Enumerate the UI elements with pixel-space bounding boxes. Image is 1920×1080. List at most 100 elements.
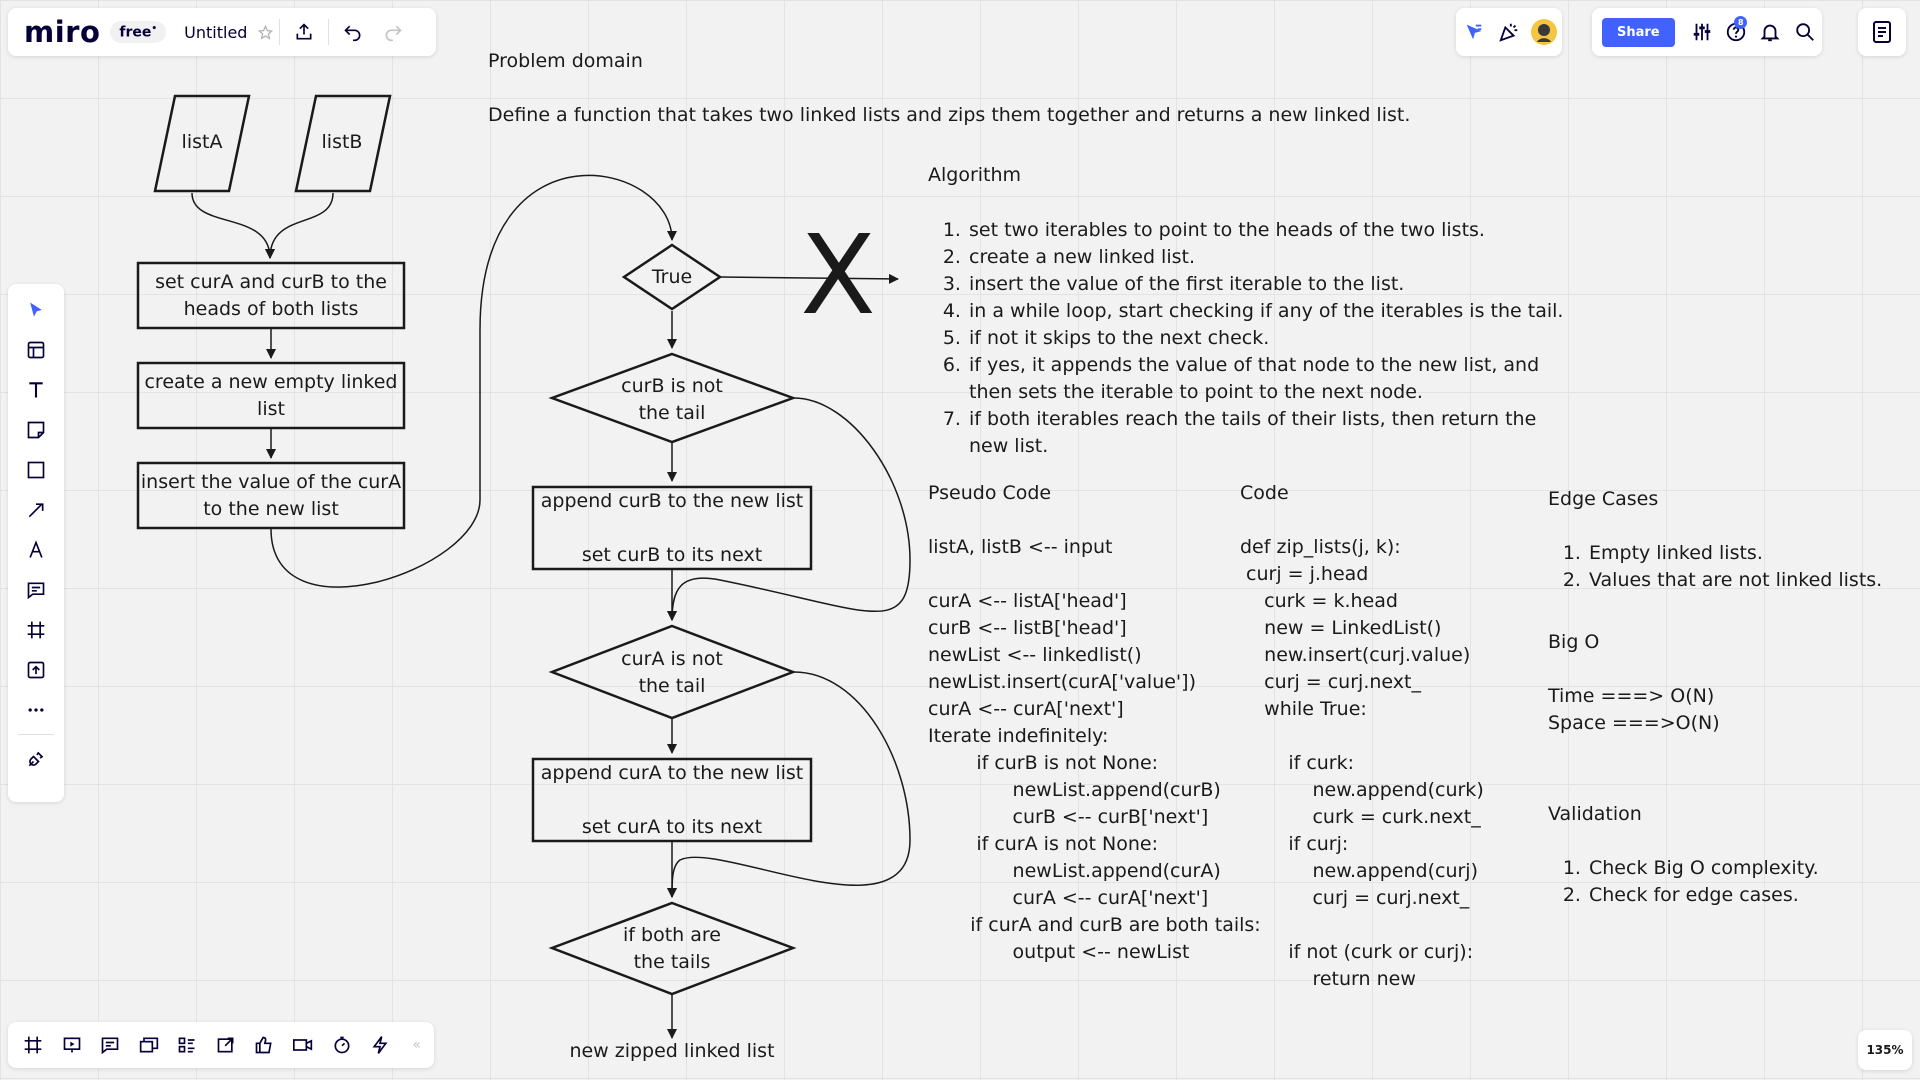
undo-icon[interactable]	[333, 12, 373, 52]
miro-logo[interactable]: miro	[24, 15, 101, 49]
divider	[328, 19, 330, 45]
notes-icon[interactable]	[1862, 12, 1902, 52]
board-title[interactable]: Untitled	[184, 22, 248, 42]
code-body: def zip_lists(j, k): curj = j.head curk …	[1240, 536, 1484, 990]
sticky-note-icon[interactable]	[12, 410, 60, 450]
upload-icon[interactable]	[12, 650, 60, 690]
integrations-plug-icon[interactable]	[12, 739, 60, 779]
more-tools-icon[interactable]	[12, 690, 60, 730]
timer-icon[interactable]	[322, 1025, 361, 1065]
big-o-heading: Big O	[1548, 631, 1600, 653]
zoom-level[interactable]: 135%	[1858, 1030, 1912, 1070]
collapse-icon[interactable]: «	[412, 1037, 421, 1053]
frame-tool-icon[interactable]	[12, 610, 60, 650]
pseudo-body: listA, listB <-- input curA <-- listA['h…	[928, 536, 1261, 963]
help-icon[interactable]: 8	[1719, 12, 1753, 52]
bottom-toolbar: «	[8, 1022, 434, 1068]
cursor-follow-icon[interactable]	[1458, 12, 1490, 52]
connector	[191, 192, 275, 259]
action-a-box[interactable]	[531, 757, 813, 843]
algorithm-heading: Algorithm	[928, 164, 1022, 186]
list-item: set two iterables to point to the heads …	[967, 217, 1579, 244]
star-icon[interactable]	[255, 12, 275, 52]
step1-box[interactable]	[136, 261, 406, 330]
celebrate-icon[interactable]	[1493, 12, 1525, 52]
list-item: insert the value of the first iterable t…	[967, 271, 1579, 298]
shape-tool-icon[interactable]	[12, 450, 60, 490]
search-icon[interactable]	[1788, 12, 1822, 52]
frames-icon[interactable]	[14, 1025, 53, 1065]
vote-thumbs-up-icon[interactable]	[245, 1025, 284, 1065]
presentation-icon[interactable]	[53, 1025, 92, 1065]
cond-a-label: curA is not the tail	[621, 648, 723, 697]
share-button[interactable]: Share	[1602, 17, 1675, 47]
list-item: Check Big O complexity.	[1587, 855, 1907, 882]
connector	[265, 192, 334, 259]
loop-label: True	[651, 265, 693, 288]
step3-box[interactable]	[136, 461, 406, 530]
list-item: Empty linked lists.	[1587, 540, 1887, 567]
step1-label: set curA and curB to the heads of both l…	[155, 270, 387, 320]
notes-panel-button	[1858, 8, 1906, 56]
input-b-shape[interactable]	[294, 94, 392, 193]
list-item: if both iterables reach the tails of the…	[967, 406, 1579, 460]
text-tool-icon[interactable]	[12, 370, 60, 410]
input-a-shape[interactable]	[153, 94, 251, 193]
bell-icon[interactable]	[1753, 12, 1787, 52]
select-cursor-icon[interactable]	[12, 290, 60, 330]
main-toolbar-right: Share 8	[1592, 8, 1822, 56]
problem-description: Define a function that takes two linked …	[488, 104, 1411, 126]
divider	[18, 734, 54, 735]
video-call-icon[interactable]	[284, 1025, 323, 1065]
comments-list-icon[interactable]	[91, 1025, 130, 1065]
list-item: if not it skips to the next check.	[967, 325, 1579, 352]
comment-icon[interactable]	[12, 570, 60, 610]
output-label: new zipped linked list	[569, 1039, 775, 1062]
share-screen-icon[interactable]	[207, 1025, 246, 1065]
step3-label: insert the value of the curA to the new …	[140, 470, 402, 520]
cards-icon[interactable]	[130, 1025, 169, 1065]
algorithm-steps: set two iterables to point to the heads …	[928, 217, 1579, 460]
edge-cases-list: Empty linked lists. Values that are not …	[1548, 540, 1887, 594]
settings-sliders-icon[interactable]	[1685, 12, 1719, 52]
big-o-time: Time ===> O(N)	[1548, 685, 1715, 707]
cond-b-label: curB is not the tail	[621, 375, 723, 424]
collaboration-panel	[1456, 8, 1562, 56]
stop-mark: X	[800, 211, 876, 339]
connector	[667, 397, 911, 621]
plan-badge[interactable]: free•	[110, 20, 167, 44]
user-avatar[interactable]	[1528, 12, 1560, 52]
list-item: in a while loop, start checking if any o…	[967, 298, 1579, 325]
list-item: Check for edge cases.	[1587, 882, 1907, 909]
board-header-panel: miro free• Untitled	[8, 8, 436, 56]
step2-box[interactable]	[136, 361, 406, 430]
code-heading: Code	[1240, 482, 1289, 504]
list-item: create a new linked list.	[967, 244, 1579, 271]
connector-line-icon[interactable]	[12, 490, 60, 530]
action-b-box[interactable]	[531, 485, 813, 571]
connector	[270, 174, 677, 588]
templates-icon[interactable]	[12, 330, 60, 370]
pen-tool-icon[interactable]	[12, 530, 60, 570]
cond-end-label: if both are the tails	[623, 924, 721, 973]
connector	[667, 671, 911, 898]
validation-heading: Validation	[1548, 803, 1642, 825]
problem-heading: Problem domain	[488, 50, 643, 72]
cond-end-diamond[interactable]	[548, 901, 797, 996]
list-item: if yes, it appends the value of that nod…	[967, 352, 1579, 406]
action-b-label: append curB to the new list set curB to …	[540, 489, 804, 566]
cond-a-diamond[interactable]	[548, 624, 797, 720]
edge-cases-heading: Edge Cases	[1548, 488, 1659, 510]
lightning-icon[interactable]	[361, 1025, 400, 1065]
redo-icon[interactable]	[373, 12, 413, 52]
kanban-icon[interactable]	[168, 1025, 207, 1065]
left-toolbar	[8, 284, 64, 802]
connector	[719, 273, 899, 284]
action-a-label: append curA to the new list set curA to …	[540, 761, 804, 838]
export-icon[interactable]	[284, 12, 324, 52]
loop-diamond[interactable]	[621, 243, 723, 311]
cond-b-diamond[interactable]	[548, 352, 797, 444]
notification-count-badge: 8	[1734, 16, 1748, 29]
validation-list: Check Big O complexity. Check for edge c…	[1548, 855, 1907, 909]
